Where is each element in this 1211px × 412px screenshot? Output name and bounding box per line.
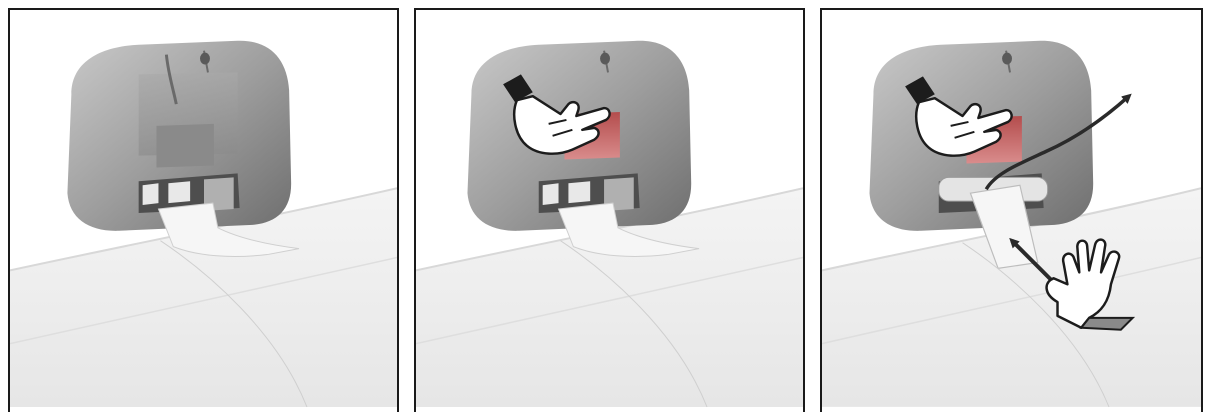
printer-illustration-2 [416, 10, 803, 412]
panel-step-3 [820, 8, 1203, 412]
panel-step-1 [8, 8, 399, 412]
printer-illustration-3 [822, 10, 1201, 412]
printer-housing [67, 41, 291, 231]
printer-illustration-1 [10, 10, 397, 412]
panel-step-2 [414, 8, 805, 412]
